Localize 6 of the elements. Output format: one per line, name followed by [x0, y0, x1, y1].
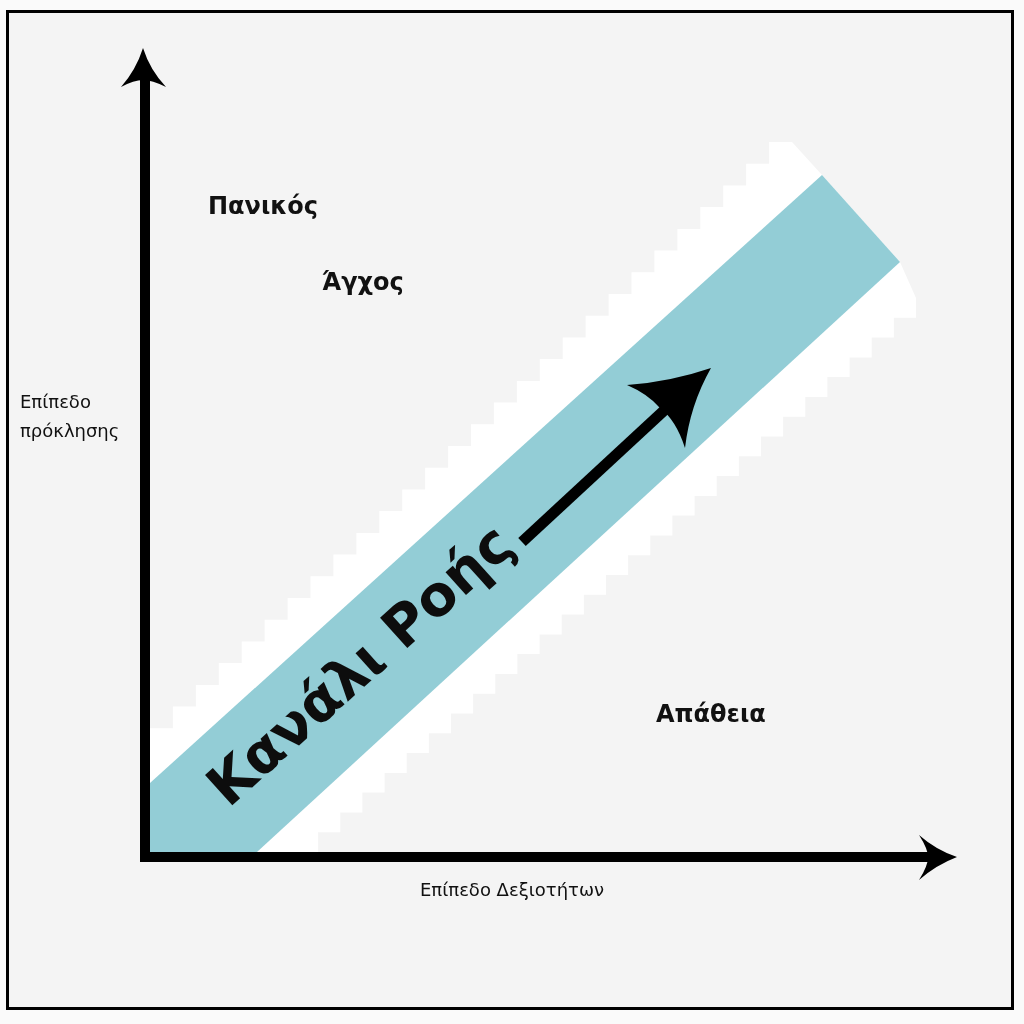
zone-label: Πανικός [208, 192, 319, 221]
axis-label: Επίπεδο Δεξιοτήτων [420, 878, 604, 902]
zone-label: Απάθεια [656, 700, 766, 729]
zone-label: Άγχος [322, 268, 404, 297]
diagonal-band [150, 175, 900, 852]
axis-label: Επίπεδο πρόκλησης [20, 390, 121, 443]
